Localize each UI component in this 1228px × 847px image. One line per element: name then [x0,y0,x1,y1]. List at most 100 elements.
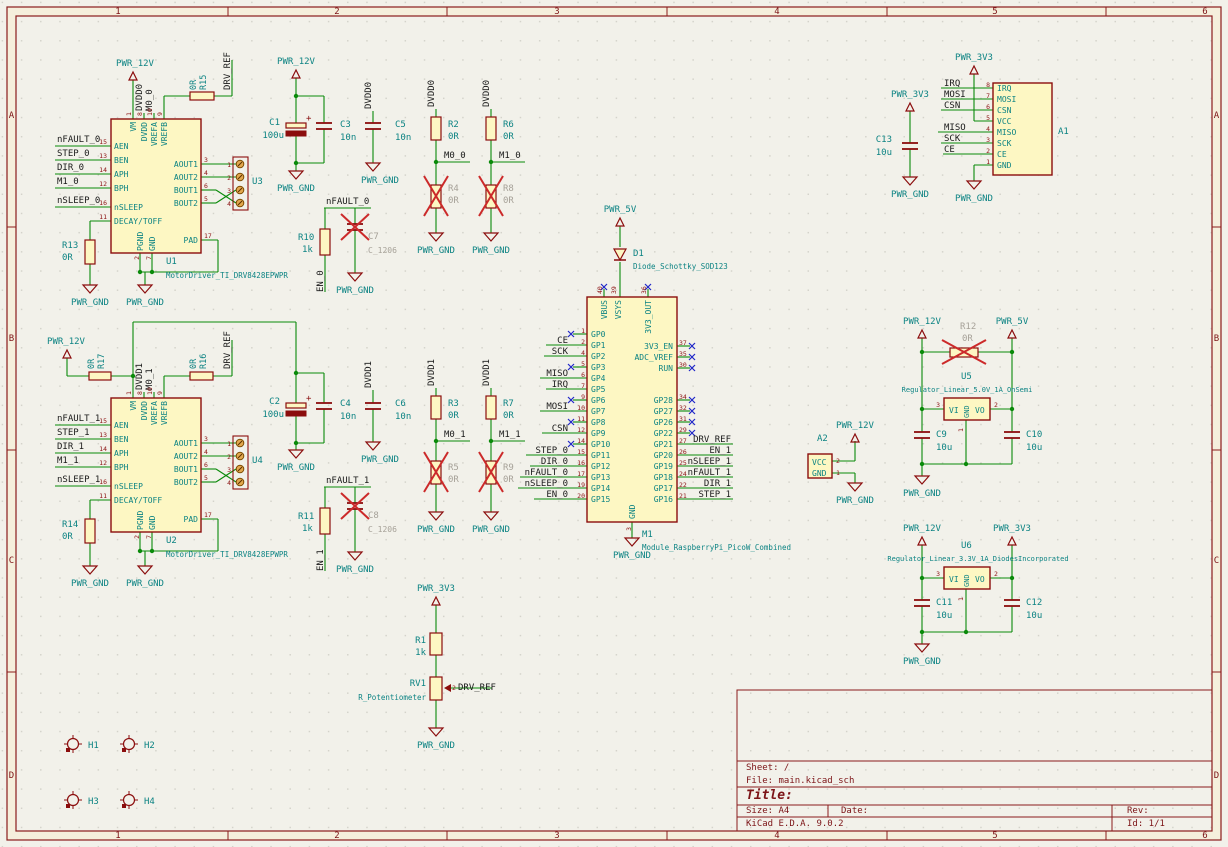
symbol-text[interactable]: GP20 [654,451,673,460]
power-gnd-symbol[interactable] [901,176,919,186]
power-gnd-symbol[interactable] [913,643,931,653]
symbol-text[interactable]: R15 [199,75,209,90]
symbol-text[interactable]: PAD [184,515,199,524]
pin-number[interactable]: 4 [204,448,208,456]
pin-number[interactable]: 15 [99,138,107,146]
symbol-text[interactable]: 0R [503,132,514,142]
symbol-text[interactable]: MISO [997,128,1016,137]
net-label[interactable]: MOSI [944,90,966,100]
pin-number[interactable]: 2 [133,535,141,539]
symbol-text[interactable]: C6 [395,399,406,409]
symbol-text[interactable]: PWR_GND [891,190,929,200]
net-label[interactable]: STEP_1 [57,428,90,438]
net-label[interactable]: M0_0 [145,89,155,111]
pin-number[interactable]: 17 [204,511,212,519]
net-label[interactable]: MISO [944,123,966,133]
symbol-text[interactable]: VREFB [160,401,169,425]
pin-number[interactable]: 1 [581,327,585,335]
symbol-text[interactable]: 1k [302,524,313,534]
symbol-text[interactable]: R16 [199,354,209,369]
symbol-text[interactable]: GP27 [654,407,673,416]
resistor-symbol[interactable] [485,116,497,141]
symbol-text[interactable]: GP16 [654,495,673,504]
no-connect-icon[interactable] [688,364,696,372]
pin-number[interactable]: 7 [145,535,153,539]
resistor-symbol[interactable] [84,518,96,544]
resistor-symbol[interactable] [319,228,331,256]
symbol-text[interactable]: PWR_GND [71,579,109,589]
polarized-capacitor-symbol[interactable] [285,122,307,129]
pin-number[interactable]: 4 [204,169,208,177]
symbol-text[interactable]: GP17 [654,484,673,493]
symbol-text[interactable]: GP1 [591,341,606,350]
no-connect-icon[interactable] [567,330,575,338]
symbol-text[interactable]: BOUT2 [174,199,198,208]
pin-number[interactable]: 24 [679,470,687,478]
pin-number[interactable]: 14 [577,437,585,445]
symbol-text[interactable]: PAD [184,236,199,245]
symbol-text[interactable]: GP22 [654,429,673,438]
symbol-text[interactable]: AOUT2 [174,452,198,461]
symbol-text[interactable]: AOUT1 [174,439,198,448]
pin-number[interactable]: 4 [227,200,231,208]
symbol-text[interactable]: C10 [1026,430,1042,440]
no-connect-icon[interactable] [567,396,575,404]
pin-number[interactable]: 8 [136,112,144,116]
dnp-text[interactable]: 0R [503,475,514,485]
symbol-text[interactable]: PWR_GND [417,246,455,256]
symbol-text[interactable]: PWR_3V3 [955,53,993,63]
net-label[interactable]: nFAULT_1 [57,414,100,424]
symbol-text[interactable]: GP6 [591,396,606,405]
pin-number[interactable]: 6 [986,103,990,111]
net-label[interactable]: M1_1 [57,456,79,466]
pin-number[interactable]: 3 [204,435,208,443]
diode-symbol[interactable] [612,248,628,262]
symbol-text[interactable]: 0R [503,411,514,421]
symbol-text[interactable]: U2 [166,536,177,546]
symbol-text[interactable]: GP5 [591,385,606,394]
symbol-text[interactable]: PWR_3V3 [417,584,455,594]
symbol-text[interactable]: GND [148,515,157,530]
power-gnd-symbol[interactable] [287,449,305,459]
net-label[interactable]: nFAULT_1 [326,476,369,486]
power-flag-symbol[interactable] [917,328,927,339]
symbol-text[interactable]: PWR_GND [417,741,455,751]
power-flag-symbol[interactable] [969,64,979,75]
symbol-text[interactable]: SCK [997,139,1012,148]
power-gnd-symbol[interactable] [482,232,500,242]
pin-number[interactable]: 8 [986,81,990,89]
net-label[interactable]: MOSI [546,402,568,412]
dnp-text[interactable]: 0R [962,334,973,344]
net-label[interactable]: EN_0 [316,270,326,292]
net-label[interactable]: DVDD0 [364,82,374,109]
symbol-text[interactable]: GP2 [591,352,606,361]
power-gnd-symbol[interactable] [364,162,382,172]
symbol-text[interactable]: A2 [817,434,828,444]
symbol-text[interactable]: VO [975,575,985,584]
symbol-text[interactable]: VCC [812,458,827,467]
symbol-text[interactable]: PWR_GND [836,496,874,506]
symbol-text[interactable]: BOUT2 [174,478,198,487]
resistor-symbol[interactable] [84,239,96,265]
no-connect-icon[interactable] [688,396,696,404]
symbol-text[interactable]: U3 [252,177,263,187]
symbol-text[interactable]: DECAY/TOFF [114,217,162,226]
symbol-text[interactable]: AOUT1 [174,160,198,169]
symbol-text[interactable]: 0R [448,132,459,142]
symbol-text[interactable]: U5 [961,372,972,382]
symbol-text[interactable]: 1k [302,245,313,255]
symbol-text[interactable]: PWR_GND [336,286,374,296]
symbol-text[interactable]: R3 [448,399,459,409]
pin-number[interactable]: 1 [125,112,133,116]
pin-number[interactable]: 12 [99,180,107,188]
net-label[interactable]: EN_0 [546,490,568,500]
pin-number[interactable]: 12 [99,459,107,467]
mounting-hole[interactable] [66,737,80,751]
power-flag-symbol[interactable] [291,68,301,79]
power-flag-symbol[interactable] [62,348,72,359]
symbol-text[interactable]: 0R [62,253,73,263]
resistor-symbol[interactable] [430,395,442,420]
ic-symbol[interactable] [943,566,991,590]
pin-number[interactable]: 5 [204,474,208,482]
symbol-text[interactable]: MotorDriver_TI_DRV8428EPWPR [166,271,288,280]
